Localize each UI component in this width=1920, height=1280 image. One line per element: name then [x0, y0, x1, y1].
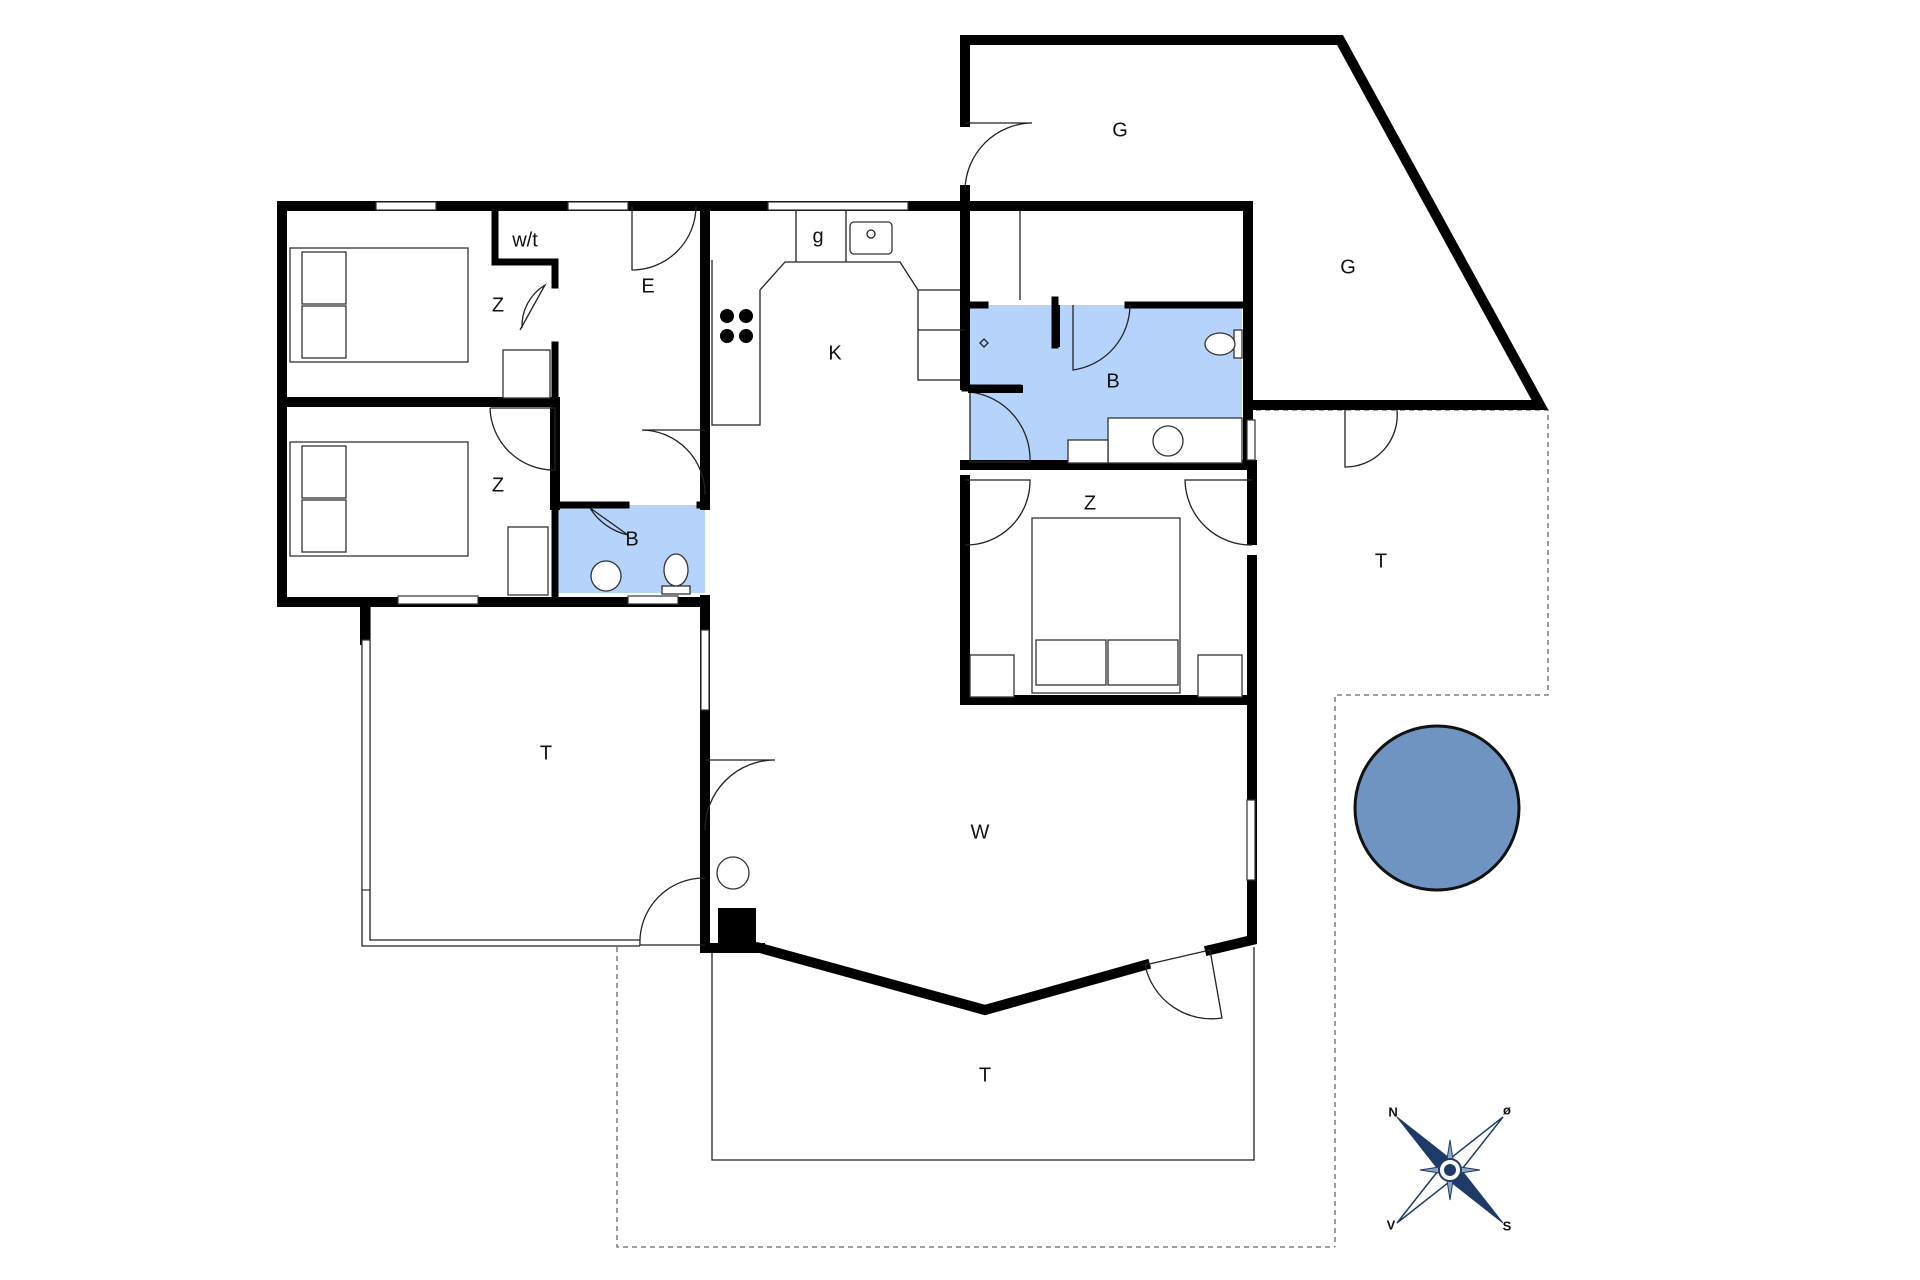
kitchen-sink-drain [866, 229, 876, 239]
bath-1-cabinet [1067, 439, 1109, 464]
door-bath-1-top [1072, 304, 1131, 371]
label-bath-2: B [625, 528, 638, 550]
door-kitchen-hall [641, 429, 706, 496]
wardrobe-1 [502, 349, 551, 399]
door-living-left [704, 759, 776, 831]
terrace-left-frame-inner [369, 605, 640, 941]
door-terrace-left [639, 877, 706, 946]
compass-south: S [1503, 1218, 1512, 1233]
bath-1-shower-drain [979, 338, 989, 348]
stove-burner-1 [720, 309, 734, 323]
compass-east: ø [1503, 1102, 1511, 1117]
terrace-bottom-outline [616, 947, 1335, 1248]
door-wc [519, 283, 547, 331]
label-bath-1: B [1106, 370, 1119, 392]
window-8 [1246, 419, 1256, 461]
door-living-bottom [1144, 949, 1223, 1020]
compass-rose: N ø S V [1387, 1102, 1512, 1233]
pool [1353, 724, 1521, 892]
nightstand-1 [969, 654, 1015, 698]
bath-1-shower-wall [1052, 305, 1060, 347]
stove-burner-2 [739, 309, 753, 323]
door-bedroom-3-left [964, 479, 1031, 546]
label-terrace-bottom: T [979, 1064, 991, 1086]
window-3 [767, 201, 909, 211]
window-6 [700, 629, 710, 711]
sink-bath-1 [1152, 425, 1184, 457]
bath-1-shower-wall-2 [968, 385, 1023, 393]
label-living: W [971, 821, 990, 843]
kitchen-counter [711, 210, 960, 426]
door-garage-terrace [1344, 409, 1398, 468]
window-2 [567, 201, 629, 211]
door-garage [964, 122, 1033, 191]
window-5 [627, 595, 679, 605]
window-left-terrace [361, 639, 371, 891]
compass-star-icon [1396, 1116, 1504, 1224]
label-entry: E [641, 275, 654, 297]
toilet-bath-2-bowl [663, 553, 689, 587]
label-bedroom-2: Z [492, 474, 504, 496]
toilet-bath-1-bowl [1204, 332, 1236, 356]
label-wc: w/t [511, 229, 538, 251]
stove-burner-4 [739, 329, 753, 343]
label-kitchen-g: g [812, 225, 823, 247]
label-garage-top: G [1112, 119, 1128, 141]
sink-bath-2 [590, 560, 622, 592]
bay-wall [753, 941, 1152, 1016]
toilet-bath-2-tank [661, 585, 691, 595]
bed-2-pillow-a [301, 445, 347, 499]
label-terrace-right: T [1375, 550, 1387, 572]
bed-3-pillow-a [1035, 639, 1107, 686]
bed-1-pillow-b [301, 305, 347, 359]
stove-fireplace [718, 908, 756, 946]
terrace-left-frame [361, 600, 640, 947]
label-bedroom-1: Z [492, 294, 504, 316]
terrace-right-outline [1256, 409, 1549, 1247]
label-terrace-left: T [540, 742, 552, 764]
label-kitchen: K [828, 342, 842, 364]
bed-1-pillow-a [301, 251, 347, 305]
compass-center [1444, 1164, 1456, 1176]
label-garage-right: G [1340, 256, 1356, 278]
nightstand-2 [1197, 654, 1243, 698]
label-bedroom-3: Z [1084, 492, 1096, 514]
door-bath-2 [589, 507, 629, 536]
door-bedroom-3-right [1184, 479, 1253, 546]
terrace-inner-outline [711, 947, 1255, 1161]
window-4 [397, 595, 479, 605]
bed-2-pillow-b [301, 499, 347, 553]
window-7 [1246, 799, 1256, 881]
stove-burner-3 [720, 329, 734, 343]
compass-west: V [1387, 1217, 1396, 1232]
door-bedroom-2 [489, 407, 556, 471]
wardrobe-2 [507, 526, 549, 596]
window-1 [375, 201, 437, 211]
compass-north: N [1388, 1104, 1397, 1119]
bed-3-pillow-b [1107, 639, 1179, 686]
door-bath-1-left [969, 391, 1031, 463]
living-stool [716, 856, 750, 890]
door-entry-top [631, 205, 697, 271]
